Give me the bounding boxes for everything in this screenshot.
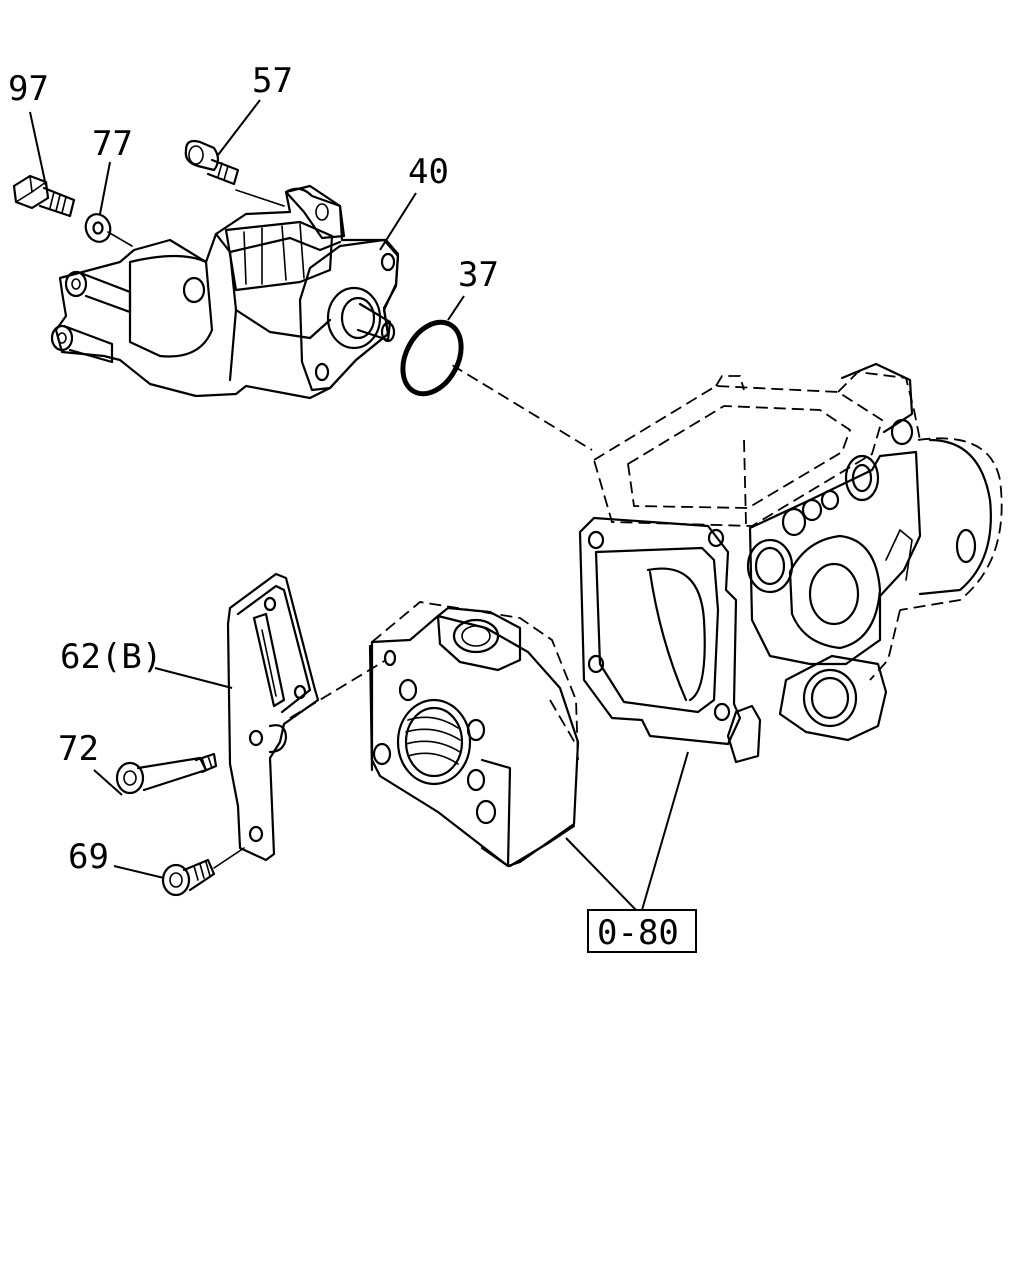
oring-37 — [400, 319, 464, 397]
callout-37: 37 — [458, 255, 499, 295]
bracket-62b — [226, 572, 320, 862]
bolt-69 — [161, 847, 245, 897]
reference-box-0-80: 0-80 — [587, 909, 697, 953]
leader-lines — [29, 99, 689, 911]
callout-62b: 62(B) — [60, 637, 162, 677]
bolt-97 — [12, 174, 76, 218]
washer-77 — [84, 213, 112, 243]
callout-77: 77 — [92, 124, 133, 164]
cover-plate — [368, 601, 580, 868]
bolt-57 — [184, 139, 240, 186]
callout-97: 97 — [8, 69, 49, 109]
bolt-72 — [115, 752, 218, 795]
callout-57: 57 — [252, 61, 293, 101]
callout-40: 40 — [408, 152, 449, 192]
housing-0-80 — [578, 362, 1003, 764]
reference-label: 0-80 — [597, 913, 679, 953]
callout-69: 69 — [68, 837, 109, 877]
actuator-40 — [50, 184, 400, 400]
callout-72: 72 — [58, 729, 99, 769]
